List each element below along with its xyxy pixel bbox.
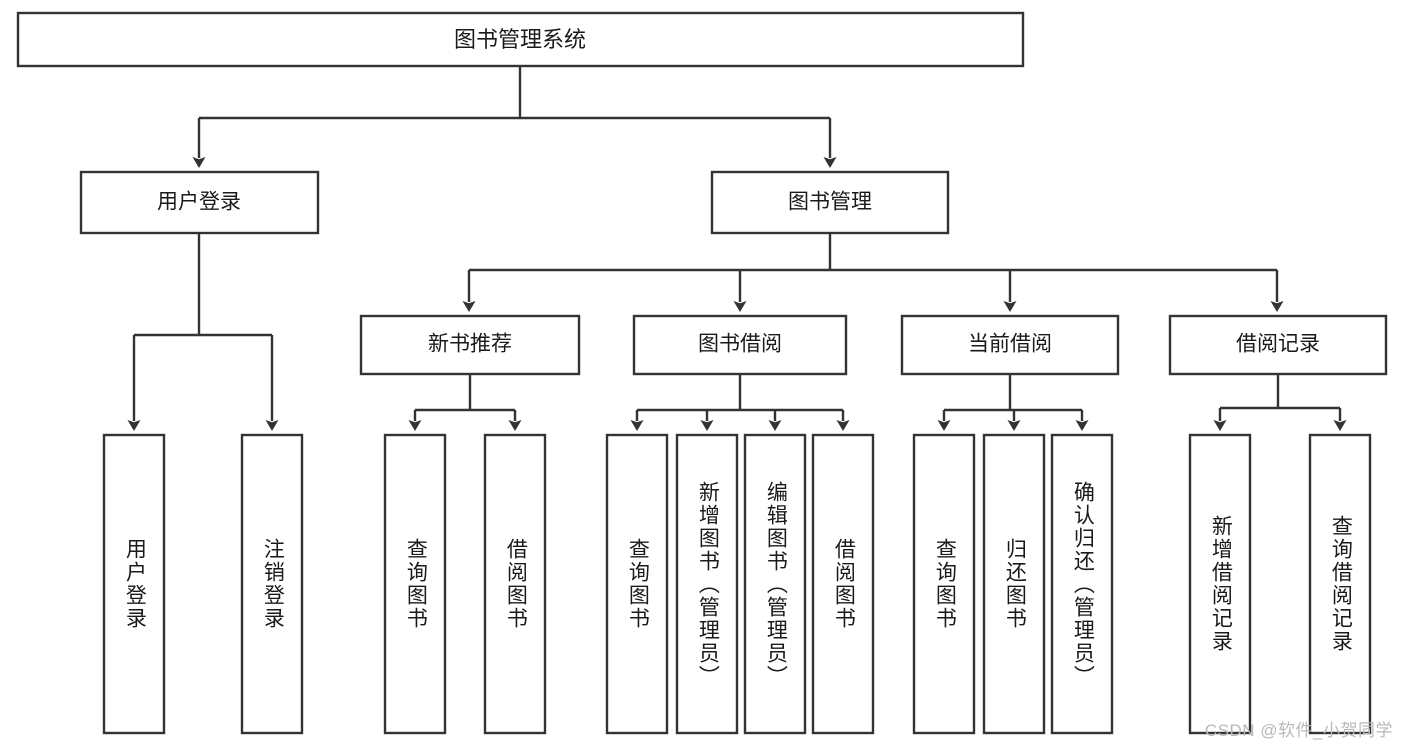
node-root-label: 图书管理系统 — [454, 27, 586, 52]
node-book-borrow-box[interactable] — [632, 314, 848, 376]
leaf-box-br-query-record[interactable] — [1308, 433, 1372, 735]
node-current-borrow-box[interactable] — [900, 314, 1120, 376]
node-new-book-rec-label: 新书推荐 — [428, 333, 512, 356]
leaf-box-user-login[interactable] — [102, 433, 166, 735]
leaf-box-bb-borrow-book[interactable] — [811, 433, 875, 735]
leaf-box-nbr-query-book[interactable] — [383, 433, 447, 735]
node-current-borrow-label: 当前借阅 — [968, 333, 1052, 356]
node-book-mgmt-box[interactable] — [710, 170, 950, 235]
node-borrow-record-label: 借阅记录 — [1236, 333, 1320, 356]
node-new-book-rec-box[interactable] — [359, 314, 581, 376]
leaf-box-nbr-borrow-book[interactable] — [483, 433, 547, 735]
watermark-text: CSDN @软件_小贺同学 — [1204, 721, 1393, 740]
leaf-box-bb-edit-book[interactable] — [743, 433, 807, 735]
leaf-box-br-add-record[interactable] — [1188, 433, 1252, 735]
node-user-login-label: 用户登录 — [157, 191, 241, 214]
node-borrow-record-box[interactable] — [1168, 314, 1388, 376]
leaf-box-cb-confirm-return[interactable] — [1050, 433, 1114, 735]
node-book-mgmt-label: 图书管理 — [788, 191, 872, 214]
leaf-box-bb-add-book[interactable] — [675, 433, 739, 735]
leaf-box-cb-query-book[interactable] — [912, 433, 976, 735]
node-book-borrow-label: 图书借阅 — [698, 333, 782, 356]
leaf-box-bb-query-book[interactable] — [605, 433, 669, 735]
node-root-box[interactable] — [16, 11, 1025, 68]
leaf-box-user-logout[interactable] — [240, 433, 304, 735]
leaf-box-cb-return-book[interactable] — [982, 433, 1046, 735]
